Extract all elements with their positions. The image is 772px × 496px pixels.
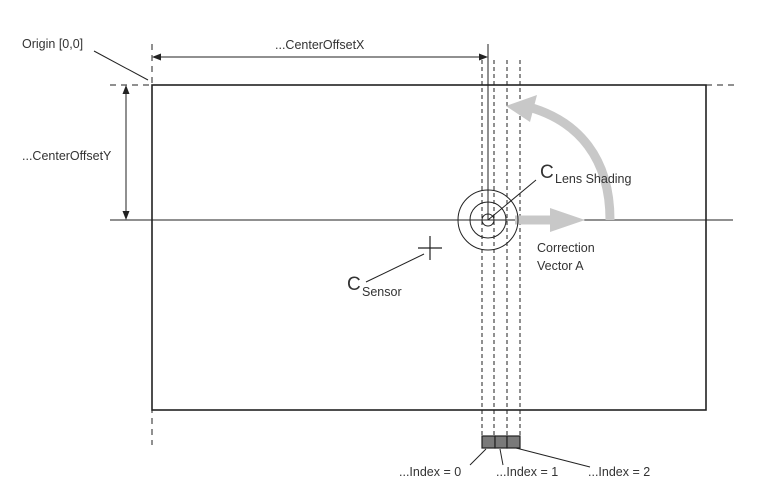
center-offset-y-label: ...CenterOffsetY <box>22 149 112 163</box>
center-offset-x-arrowhead-left <box>152 53 161 61</box>
lens-shading-label: Lens Shading <box>555 172 632 186</box>
index0-label: ...Index = 0 <box>399 465 461 479</box>
center-offset-y-arrowhead-top <box>122 85 130 94</box>
index-block-1 <box>494 435 508 449</box>
index1-label: ...Index = 1 <box>496 465 558 479</box>
center-offset-y-arrowhead-bottom <box>122 211 130 220</box>
correction-vector-curved-arrowhead <box>506 95 537 122</box>
origin-leader-line <box>93 50 149 81</box>
correction-vector-curved-arrow <box>523 101 615 221</box>
correction-vector-straight-arrowhead <box>550 208 585 232</box>
index2-label: ...Index = 2 <box>588 465 650 479</box>
center-offset-x-label: ...CenterOffsetX <box>275 38 365 52</box>
lens-shading-outer-circle <box>457 189 519 251</box>
index-block-0 <box>481 435 496 449</box>
lens-shading-middle-circle <box>469 201 507 239</box>
sensor-leader-line <box>365 253 425 283</box>
lens-shading-c-symbol: C <box>540 162 554 183</box>
lens-shading-leader-line <box>487 179 537 221</box>
lens-shading-inner-circle <box>481 213 495 227</box>
index0-leader-line <box>469 448 487 466</box>
sensor-label: Sensor <box>362 285 402 299</box>
sensor-frame <box>151 84 707 411</box>
sensor-c-symbol: C <box>347 274 361 295</box>
index1-leader-line <box>499 448 504 466</box>
origin-label: Origin [0,0] <box>22 37 83 51</box>
index2-leader-line <box>515 447 591 468</box>
center-offset-x-arrowhead-right <box>479 53 488 61</box>
index-block-2 <box>506 435 521 449</box>
correction-vector-label-line2: Vector A <box>537 259 584 273</box>
correction-vector-label-line1: Correction <box>537 241 595 255</box>
